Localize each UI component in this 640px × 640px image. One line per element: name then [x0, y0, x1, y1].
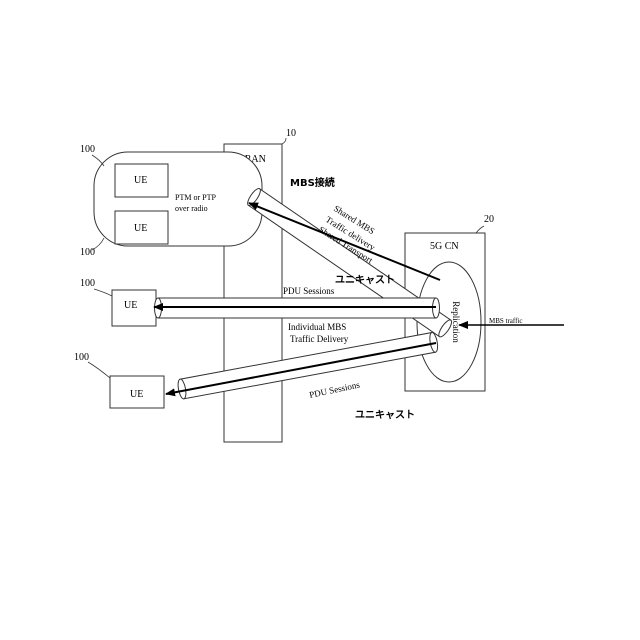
- unicast-tube-2: PDU Sessions ユニキャスト: [166, 332, 439, 421]
- unicast-1-sessions: PDU Sessions: [283, 286, 335, 296]
- ue-lower-ref: 100: [74, 352, 89, 363]
- mbs-traffic-label: MBS traffic: [489, 317, 523, 325]
- ran-ref-number: 10: [286, 128, 296, 139]
- shared-label-jp: MBS接続: [290, 176, 335, 189]
- cn-ref-leader: [476, 226, 484, 233]
- individual-label-line1: Individual MBS: [288, 322, 346, 332]
- ptm-ptp-line1: PTM or PTP: [175, 193, 216, 202]
- ue-group: UE UE PTM or PTP over radio 100 100: [80, 144, 262, 258]
- individual-label-line2: Traffic Delivery: [290, 334, 349, 344]
- cn-label: 5G CN: [430, 241, 459, 252]
- cn-ref-number: 20: [484, 214, 494, 225]
- ue-group-ref-bottom: 100: [80, 247, 95, 258]
- ue-label-1: UE: [134, 175, 147, 186]
- ue-label-3: UE: [124, 300, 137, 311]
- ue-group-ref-top: 100: [80, 144, 95, 155]
- ue-label-4: UE: [130, 389, 143, 400]
- ue-label-2: UE: [134, 223, 147, 234]
- unicast-arrow-2: [166, 343, 436, 394]
- unicast-2-label-jp: ユニキャスト: [355, 409, 415, 421]
- ue-lower: UE 100: [74, 352, 164, 408]
- ue-middle-ref: 100: [80, 278, 95, 289]
- unicast-1-label-jp: ユニキャスト: [335, 274, 395, 286]
- replication-label: Replication: [451, 301, 461, 343]
- unicast-2-sessions: PDU Sessions: [308, 379, 361, 400]
- ue-lower-ref-leader: [88, 362, 110, 378]
- ue-middle: UE 100: [80, 278, 156, 326]
- ptm-ptp-line2: over radio: [175, 204, 208, 213]
- ue-middle-ref-leader: [94, 289, 112, 296]
